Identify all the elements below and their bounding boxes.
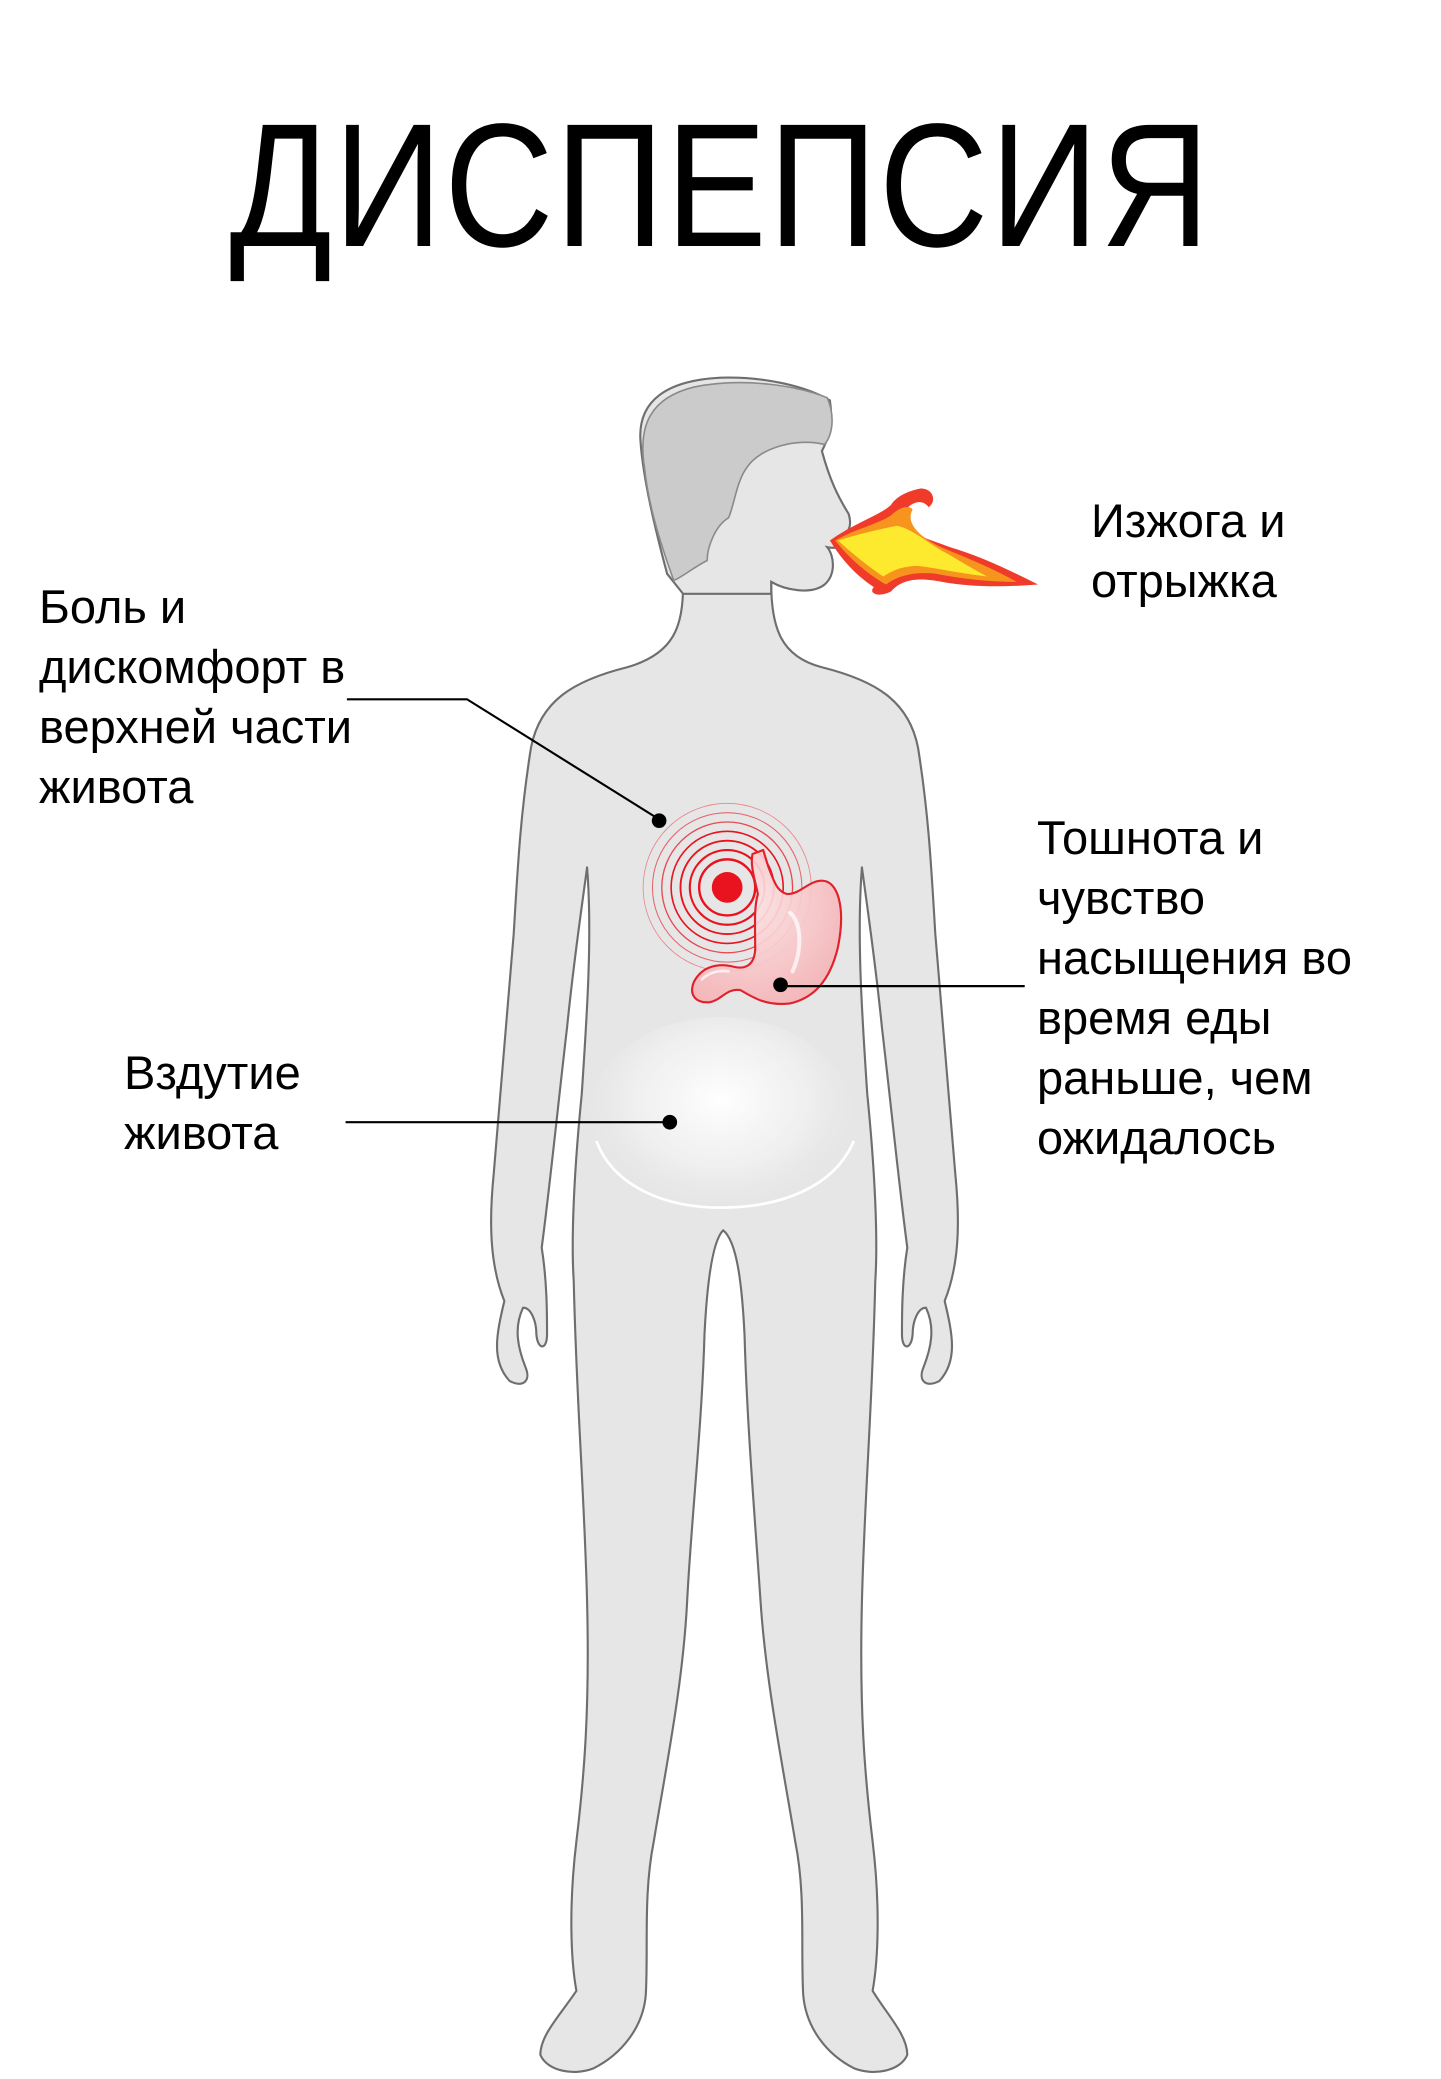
label-line: верхней части bbox=[39, 700, 353, 753]
pain-leader-line bbox=[346, 698, 660, 821]
hair bbox=[642, 381, 833, 582]
human-silhouette bbox=[490, 376, 959, 2073]
label-line: Боль и bbox=[39, 580, 187, 633]
bloated-belly-icon bbox=[587, 1016, 856, 1225]
leader-dots bbox=[651, 813, 788, 1130]
body-outline bbox=[490, 582, 959, 2073]
label-line: живота bbox=[124, 1106, 279, 1159]
symptom-label-bloating: Вздутие живота bbox=[124, 1043, 301, 1163]
label-line: Изжога и bbox=[1091, 494, 1286, 547]
symptom-label-heartburn: Изжога и отрыжка bbox=[1091, 491, 1285, 611]
label-line: Вздутие bbox=[124, 1046, 301, 1099]
symptom-label-upper-abdominal-pain: Боль и дискомфорт в верхней части живота bbox=[39, 577, 352, 817]
page-title: ДИСПЕПСИЯ bbox=[229, 88, 1212, 284]
label-line: дискомфорт в bbox=[39, 640, 346, 693]
flame-icon bbox=[829, 488, 1039, 595]
label-line: чувство bbox=[1037, 871, 1206, 924]
pain-marker-dot bbox=[651, 813, 667, 829]
pain-center-dot bbox=[711, 872, 743, 903]
label-line: время еды bbox=[1037, 991, 1272, 1044]
stomach-icon bbox=[691, 848, 843, 1006]
label-line: Тошнота и bbox=[1037, 811, 1264, 864]
belly-marker-dot bbox=[662, 1114, 678, 1130]
leader-lines bbox=[345, 698, 1025, 1124]
stomach-marker-dot bbox=[773, 977, 788, 993]
symptom-label-nausea-early-satiety: Тошнота и чувство насыщения во время еды… bbox=[1037, 808, 1352, 1168]
label-line: отрыжка bbox=[1091, 554, 1277, 607]
label-line: живота bbox=[39, 760, 194, 813]
label-line: насыщения во bbox=[1037, 931, 1352, 984]
label-line: раньше, чем bbox=[1037, 1051, 1313, 1104]
label-line: ожидалось bbox=[1037, 1111, 1276, 1164]
